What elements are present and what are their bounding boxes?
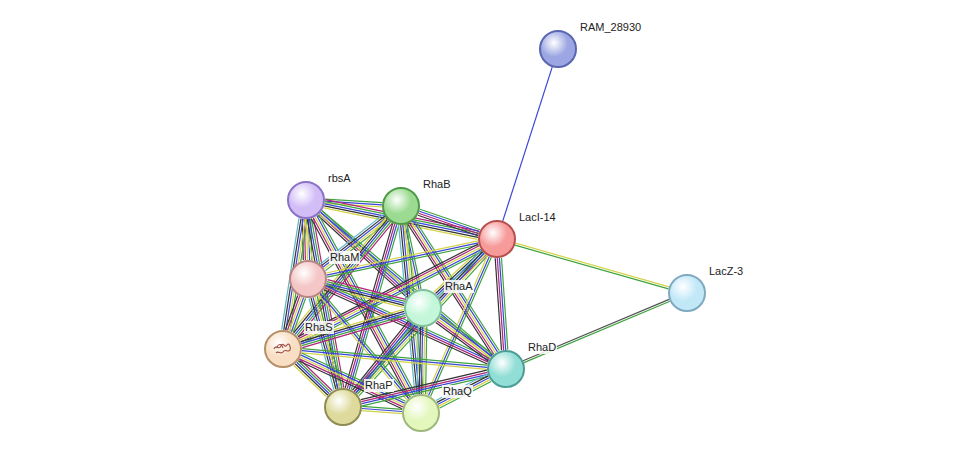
evidence-line <box>516 243 669 287</box>
evidence-line <box>362 411 402 414</box>
evidence-line <box>437 376 488 403</box>
evidence-line <box>302 315 406 345</box>
protein-node: RAM_28930 <box>539 30 577 68</box>
evidence-line <box>327 245 479 277</box>
evidence-line <box>495 258 501 350</box>
node-label: LacZ-3 <box>708 265 744 278</box>
evidence-line <box>417 327 418 394</box>
interaction-edge <box>300 309 406 347</box>
evidence-line <box>419 211 479 232</box>
interaction-edge <box>503 67 552 221</box>
node-label: RAM_28930 <box>579 21 642 34</box>
node-label: LacI-14 <box>518 211 557 224</box>
protein-node: RhaB <box>382 187 420 225</box>
protein-node: RhaD <box>487 350 525 388</box>
evidence-line <box>327 243 479 275</box>
interaction-edge <box>362 406 402 413</box>
evidence-line <box>503 67 552 221</box>
evidence-line <box>421 327 422 394</box>
evidence-line <box>436 374 487 401</box>
evidence-line <box>315 217 412 397</box>
evidence-line <box>295 364 328 396</box>
evidence-line <box>440 382 491 409</box>
evidence-line <box>438 378 489 405</box>
interaction-edge <box>515 243 669 289</box>
evidence-line <box>302 349 487 366</box>
node-label: RhaP <box>364 379 394 392</box>
evidence-line <box>294 365 327 397</box>
evidence-line <box>302 353 487 370</box>
node-label: RhaD <box>527 341 557 354</box>
evidence-line <box>302 351 487 368</box>
protein-node: rbsA <box>287 181 325 219</box>
interaction-edge <box>523 299 670 362</box>
interaction-edge <box>436 374 491 408</box>
interaction-edge <box>418 209 480 236</box>
interaction-edge <box>311 215 415 399</box>
evidence-line <box>436 323 488 362</box>
evidence-line <box>285 296 297 330</box>
node-label: RhaB <box>422 178 452 191</box>
evidence-line <box>301 311 405 341</box>
interaction-edge <box>495 258 508 351</box>
protein-node: RhaQ <box>402 394 440 432</box>
protein-node: LacZ-3 <box>668 274 706 312</box>
node-label: RhaS <box>304 321 334 334</box>
evidence-line <box>523 299 669 360</box>
protein-node: RhaA <box>404 289 442 327</box>
evidence-line <box>424 327 425 394</box>
evidence-line <box>419 213 479 234</box>
evidence-line <box>327 284 490 358</box>
node-label: rbsA <box>327 172 352 185</box>
evidence-line <box>429 256 490 395</box>
evidence-line <box>419 327 420 394</box>
protein-structure <box>269 335 296 362</box>
evidence-line <box>326 241 478 273</box>
node-label: RhaM <box>329 251 360 264</box>
interaction-edge <box>285 296 305 333</box>
node-label: RhaQ <box>442 385 473 398</box>
evidence-line <box>439 380 490 407</box>
protein-node: RhaS <box>264 330 302 368</box>
protein-node: RhaM <box>289 260 327 298</box>
evidence-line <box>418 215 478 236</box>
evidence-line <box>437 321 489 360</box>
evidence-line <box>515 245 668 289</box>
node-label: RhaA <box>444 280 474 293</box>
evidence-line <box>320 294 409 399</box>
evidence-line <box>287 296 299 330</box>
evidence-line <box>440 318 492 357</box>
evidence-line <box>441 316 493 355</box>
evidence-line <box>524 301 670 362</box>
evidence-line <box>438 319 490 357</box>
protein-node: RhaP <box>324 388 362 426</box>
evidence-line <box>301 313 405 343</box>
evidence-line <box>300 309 404 339</box>
interaction-edge <box>436 316 493 361</box>
protein-node: LacI-14 <box>478 220 516 258</box>
